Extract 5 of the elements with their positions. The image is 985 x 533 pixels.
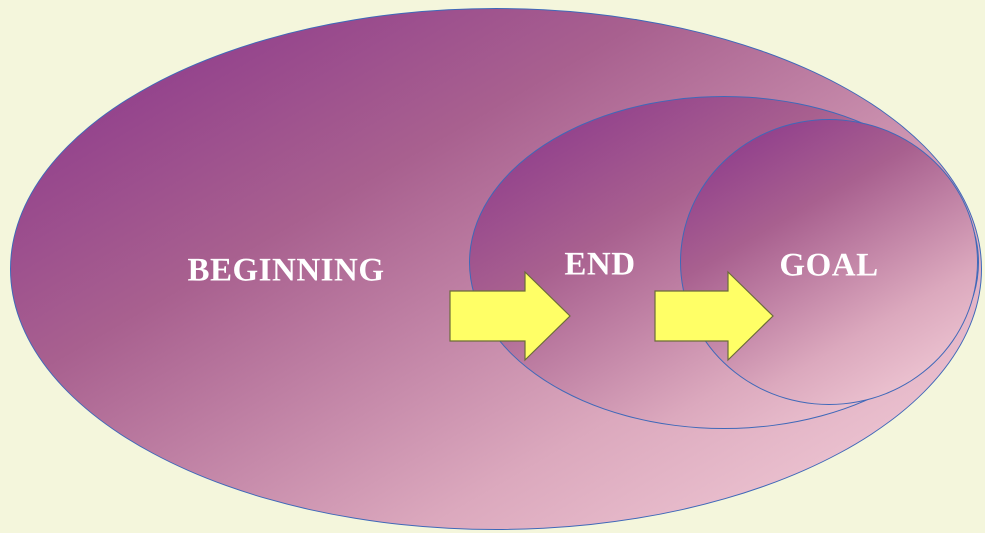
ellipse-label: GOAL [779, 248, 879, 284]
block-arrow [449, 270, 571, 362]
ellipse-label: BEGINNING [187, 252, 385, 290]
ellipse-label: END [564, 246, 636, 284]
block-arrow [654, 270, 774, 362]
